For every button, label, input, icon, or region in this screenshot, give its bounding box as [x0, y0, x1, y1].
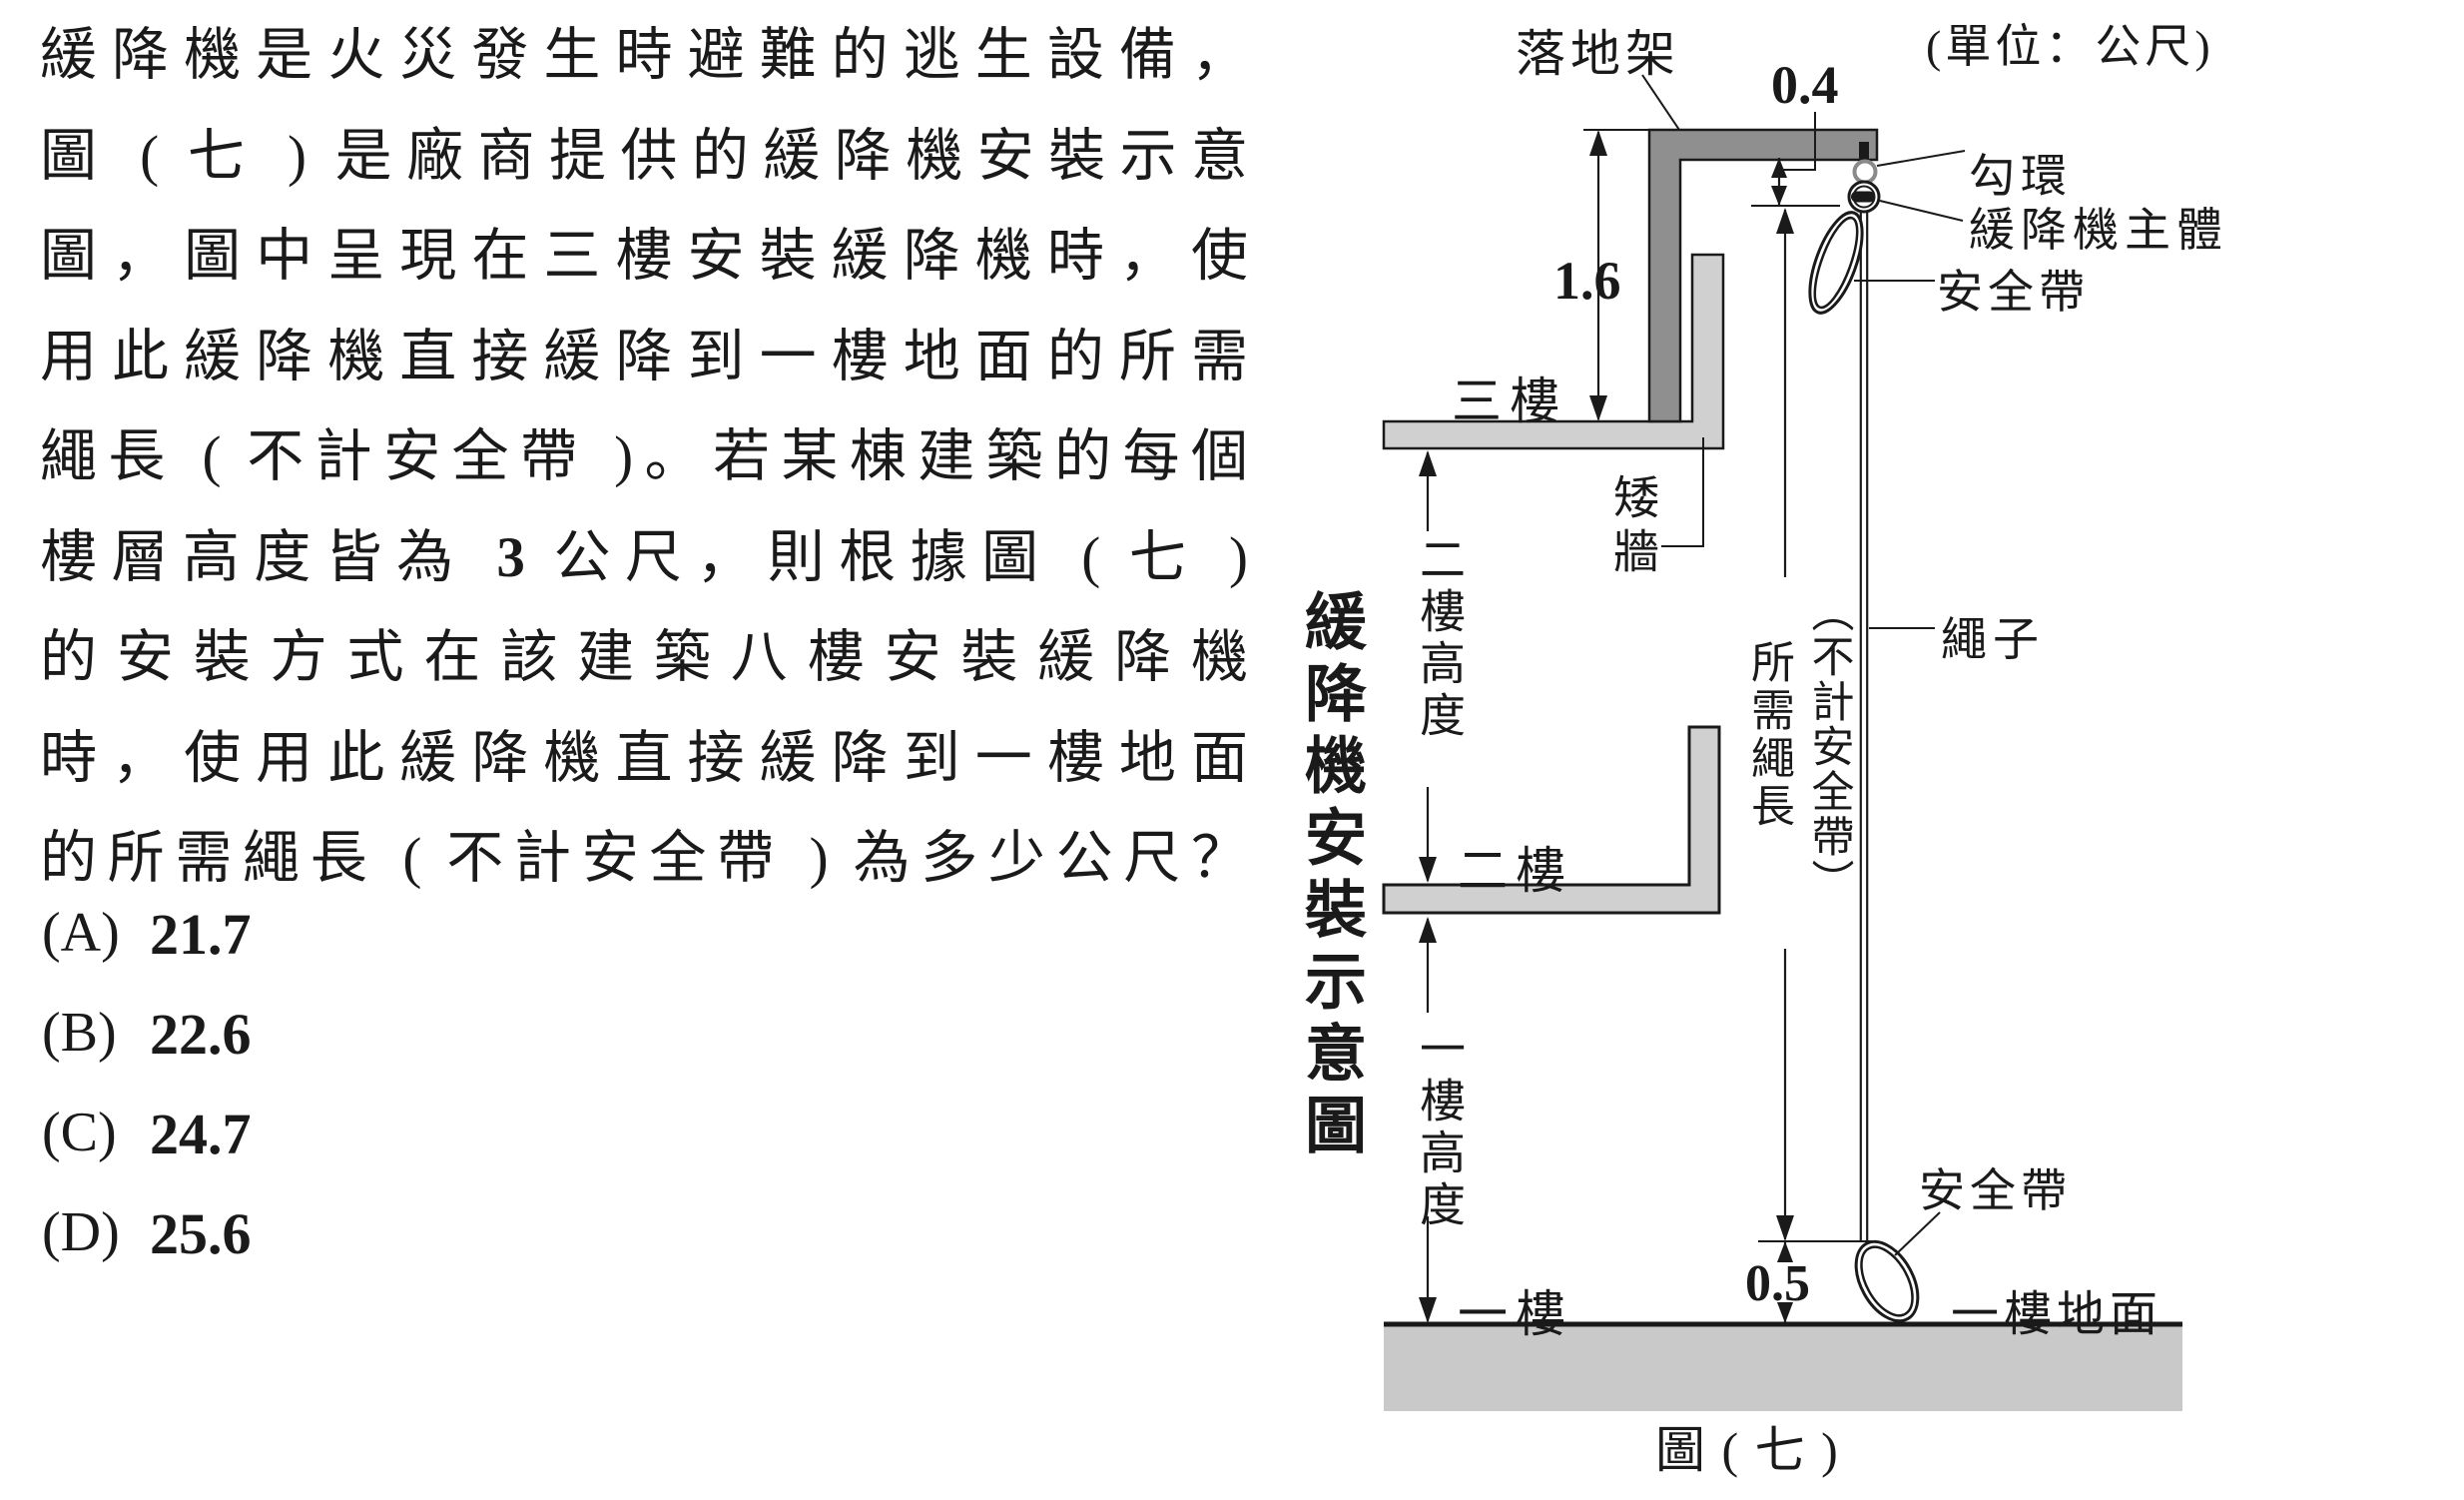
descender-body	[1847, 180, 1881, 214]
floor1-label: 一樓	[1458, 1286, 1573, 1342]
floor2-height-label: 二樓高度	[1414, 535, 1465, 743]
dim-required-rope	[1758, 208, 1877, 1242]
ground-slab	[1384, 1325, 2182, 1411]
hook-pin	[1859, 142, 1869, 163]
hook-ring	[1852, 159, 1878, 185]
safety-belt-bottom	[1854, 1239, 1920, 1323]
option-d-value: 25.6	[150, 1201, 252, 1266]
floor2-slab-and-wall	[1382, 725, 1721, 915]
rope-label: 繩子	[1941, 614, 2045, 665]
dim-bracket-height-label: 1.6	[1553, 251, 1621, 311]
option-c-label: (C)	[42, 1102, 117, 1163]
safety-belt-top-label: 安全帶	[1937, 267, 2090, 318]
required-rope-label: 所需繩長	[1744, 639, 1793, 831]
dim-bracket-height	[1589, 130, 1607, 421]
question-line: 的安裝方式在該建築八樓安裝緩降機	[40, 626, 1248, 689]
bracket-label: 落地架	[1516, 26, 1680, 82]
safety-belt-bottom-leader	[1894, 1211, 1941, 1256]
question-line: 時，使用此緩降機直接緩降到一樓地面	[40, 726, 1248, 790]
dim-belt-to-ground-label: 0.5	[1745, 1255, 1810, 1312]
dim-belt-to-ground	[1777, 1241, 1793, 1323]
figure-caption: 圖 ( 七 )	[1655, 1422, 1840, 1478]
question-line: 繩長 ( 不計安全帶 )。若某棟建築的每個	[40, 425, 1248, 488]
question-text: 緩降機是火災發生時避難的逃生設備， 圖 ( 七 ) 是廠商提供的緩降機安裝示意 …	[40, 6, 1248, 910]
low-wall-leader	[1661, 437, 1704, 547]
hook-ring-leader	[1876, 150, 1966, 167]
dim-floor2-height	[1419, 450, 1437, 883]
floor3-label: 三樓	[1452, 374, 1567, 429]
required-rope-paren-label: （不計安全帶）	[1805, 589, 1852, 904]
line-pre: 樓層高度皆為	[40, 525, 497, 589]
option-c-value: 24.7	[150, 1102, 252, 1166]
descender-body-label: 緩降機主體	[1969, 205, 2228, 256]
option-a: (A) 21.7	[42, 901, 252, 1001]
question-line: 圖，圖中呈現在三樓安裝緩降機時，使	[40, 225, 1248, 288]
question-line: 圖 ( 七 ) 是廠商提供的緩降機安裝示意	[40, 124, 1248, 188]
option-c: (C) 24.7	[42, 1101, 252, 1200]
hook-ring-label: 勾環	[1969, 151, 2073, 202]
question-line: 樓層高度皆為 3 公尺，則根據圖 ( 七 )	[40, 508, 1248, 609]
leader-lines	[1641, 74, 1966, 1256]
answer-options: (A) 21.7 (B) 22.6 (C) 24.7 (D) 25.6	[42, 901, 252, 1300]
low-wall-label: 矮牆	[1607, 473, 1658, 581]
safety-belt-top	[1808, 211, 1864, 315]
rope-lines	[1859, 211, 1869, 1241]
question-line: 用此緩降機直接緩降到一樓地面的所需	[40, 325, 1248, 388]
descender-body-leader	[1879, 200, 1964, 222]
option-d-label: (D)	[42, 1201, 120, 1263]
line-post: 公尺，則根據圖 ( 七 )	[524, 525, 1249, 589]
option-b-label: (B)	[42, 1002, 117, 1064]
figure-side-title: 緩降機安裝示意圖	[1295, 589, 1363, 1164]
floor3-slab-and-parapet	[1382, 253, 1725, 450]
question-line: 緩降機是火災發生時避難的逃生設備，	[40, 24, 1248, 87]
floor-height-value: 3	[496, 525, 525, 589]
floor2-label: 二樓	[1458, 843, 1573, 899]
bracket-leader	[1641, 74, 1680, 131]
unit-note: (單位：公尺)	[1926, 21, 2214, 72]
dim-hook-offset-label: 0.4	[1771, 55, 1839, 115]
option-b-value: 22.6	[150, 1002, 252, 1067]
dim-hook-offset	[1751, 112, 1840, 207]
question-line: 的所需繩長 ( 不計安全帶 ) 為多少公尺？	[40, 827, 1248, 890]
safety-belt-bottom-label: 安全帶	[1919, 1165, 2072, 1216]
floor-bracket	[1647, 128, 1879, 423]
option-a-value: 21.7	[150, 902, 252, 967]
option-a-label: (A)	[42, 902, 120, 964]
dim-floor1-height	[1419, 917, 1437, 1323]
option-b: (B) 22.6	[42, 1001, 252, 1101]
option-d: (D) 25.6	[42, 1200, 252, 1300]
ground-label: 一樓地面	[1951, 1288, 2163, 1341]
floor1-height-label: 一樓高度	[1414, 1025, 1465, 1232]
